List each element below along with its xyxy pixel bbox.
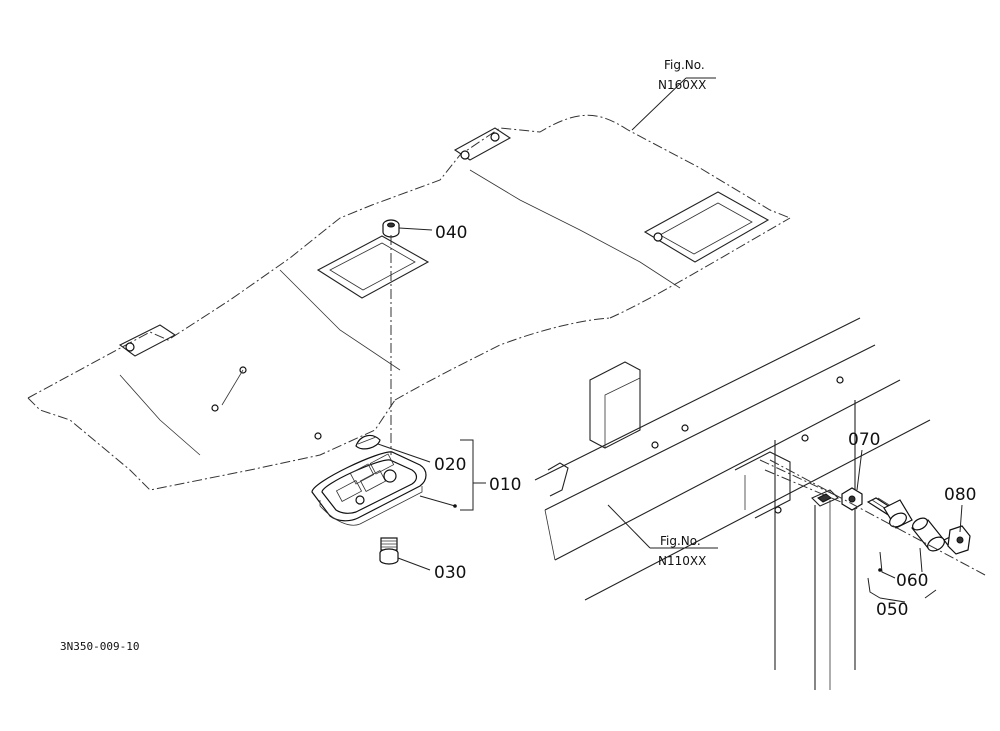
frame-structure <box>534 317 931 690</box>
callout-080[interactable]: 080 <box>944 485 976 505</box>
figure-ref-N160XX[interactable]: Fig.No. N160XX <box>658 58 706 92</box>
part-010-light-assembly[interactable] <box>311 451 427 526</box>
figure-ref-N110XX[interactable]: Fig.No. N110XX <box>658 534 706 568</box>
centerline-050 <box>769 459 986 576</box>
leader-lines <box>377 77 963 603</box>
callout-060[interactable]: 060 <box>896 571 928 591</box>
callout-070[interactable]: 070 <box>848 430 880 450</box>
callout-020[interactable]: 020 <box>434 455 466 475</box>
figure-ref-code: N160XX <box>658 78 706 92</box>
figure-ref-label: Fig.No. <box>664 58 705 72</box>
callout-050[interactable]: 050 <box>876 600 908 620</box>
figure-ref-code: N110XX <box>658 554 706 568</box>
callout-010[interactable]: 010 <box>489 475 521 495</box>
platform-mat <box>27 114 791 491</box>
part-070-nut[interactable] <box>841 487 863 511</box>
callout-030[interactable]: 030 <box>434 563 466 583</box>
part-040-nut[interactable] <box>382 219 400 238</box>
part-080-bolt[interactable] <box>943 525 971 555</box>
figure-ref-label: Fig.No. <box>660 534 701 548</box>
part-060-sleeve[interactable] <box>911 516 947 554</box>
part-020-cap[interactable] <box>355 434 381 450</box>
callout-040[interactable]: 040 <box>435 223 467 243</box>
part-050-switch-assembly[interactable] <box>866 497 913 530</box>
drawing-code: 3N350-009-10 <box>60 640 139 653</box>
part-030-bolt[interactable] <box>379 537 399 565</box>
